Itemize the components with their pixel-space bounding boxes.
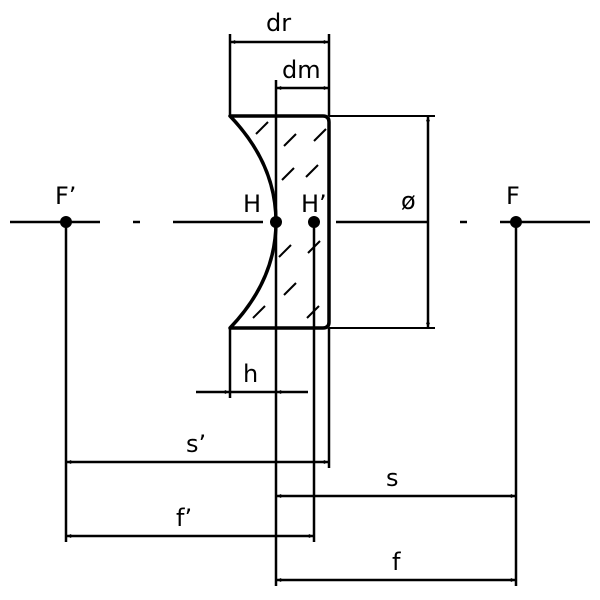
point-f-prime — [60, 216, 72, 228]
label-h: H — [243, 190, 261, 218]
point-h — [270, 216, 282, 228]
glass-hatch-marks — [252, 121, 327, 319]
label-s-prime: s’ — [186, 430, 206, 458]
point-f — [510, 216, 522, 228]
label-dr: dr — [266, 9, 291, 37]
label-dm: dm — [282, 56, 321, 84]
dimension-lines — [67, 39, 515, 583]
point-h-prime — [308, 216, 320, 228]
label-diameter: ø — [401, 187, 416, 215]
label-f: f — [392, 548, 401, 576]
extension-lines — [64, 34, 518, 586]
label-f-prime-dim: f’ — [176, 504, 192, 532]
label-h-prime: H’ — [301, 190, 327, 218]
label-f-prime-point: F’ — [55, 182, 76, 210]
cardinal-points — [60, 216, 522, 228]
label-s: s — [386, 464, 399, 492]
labels: dr dm F’ H H’ ø F h s’ s f’ f — [55, 9, 520, 576]
label-f-point: F — [506, 182, 520, 210]
label-h-dim: h — [243, 360, 258, 388]
